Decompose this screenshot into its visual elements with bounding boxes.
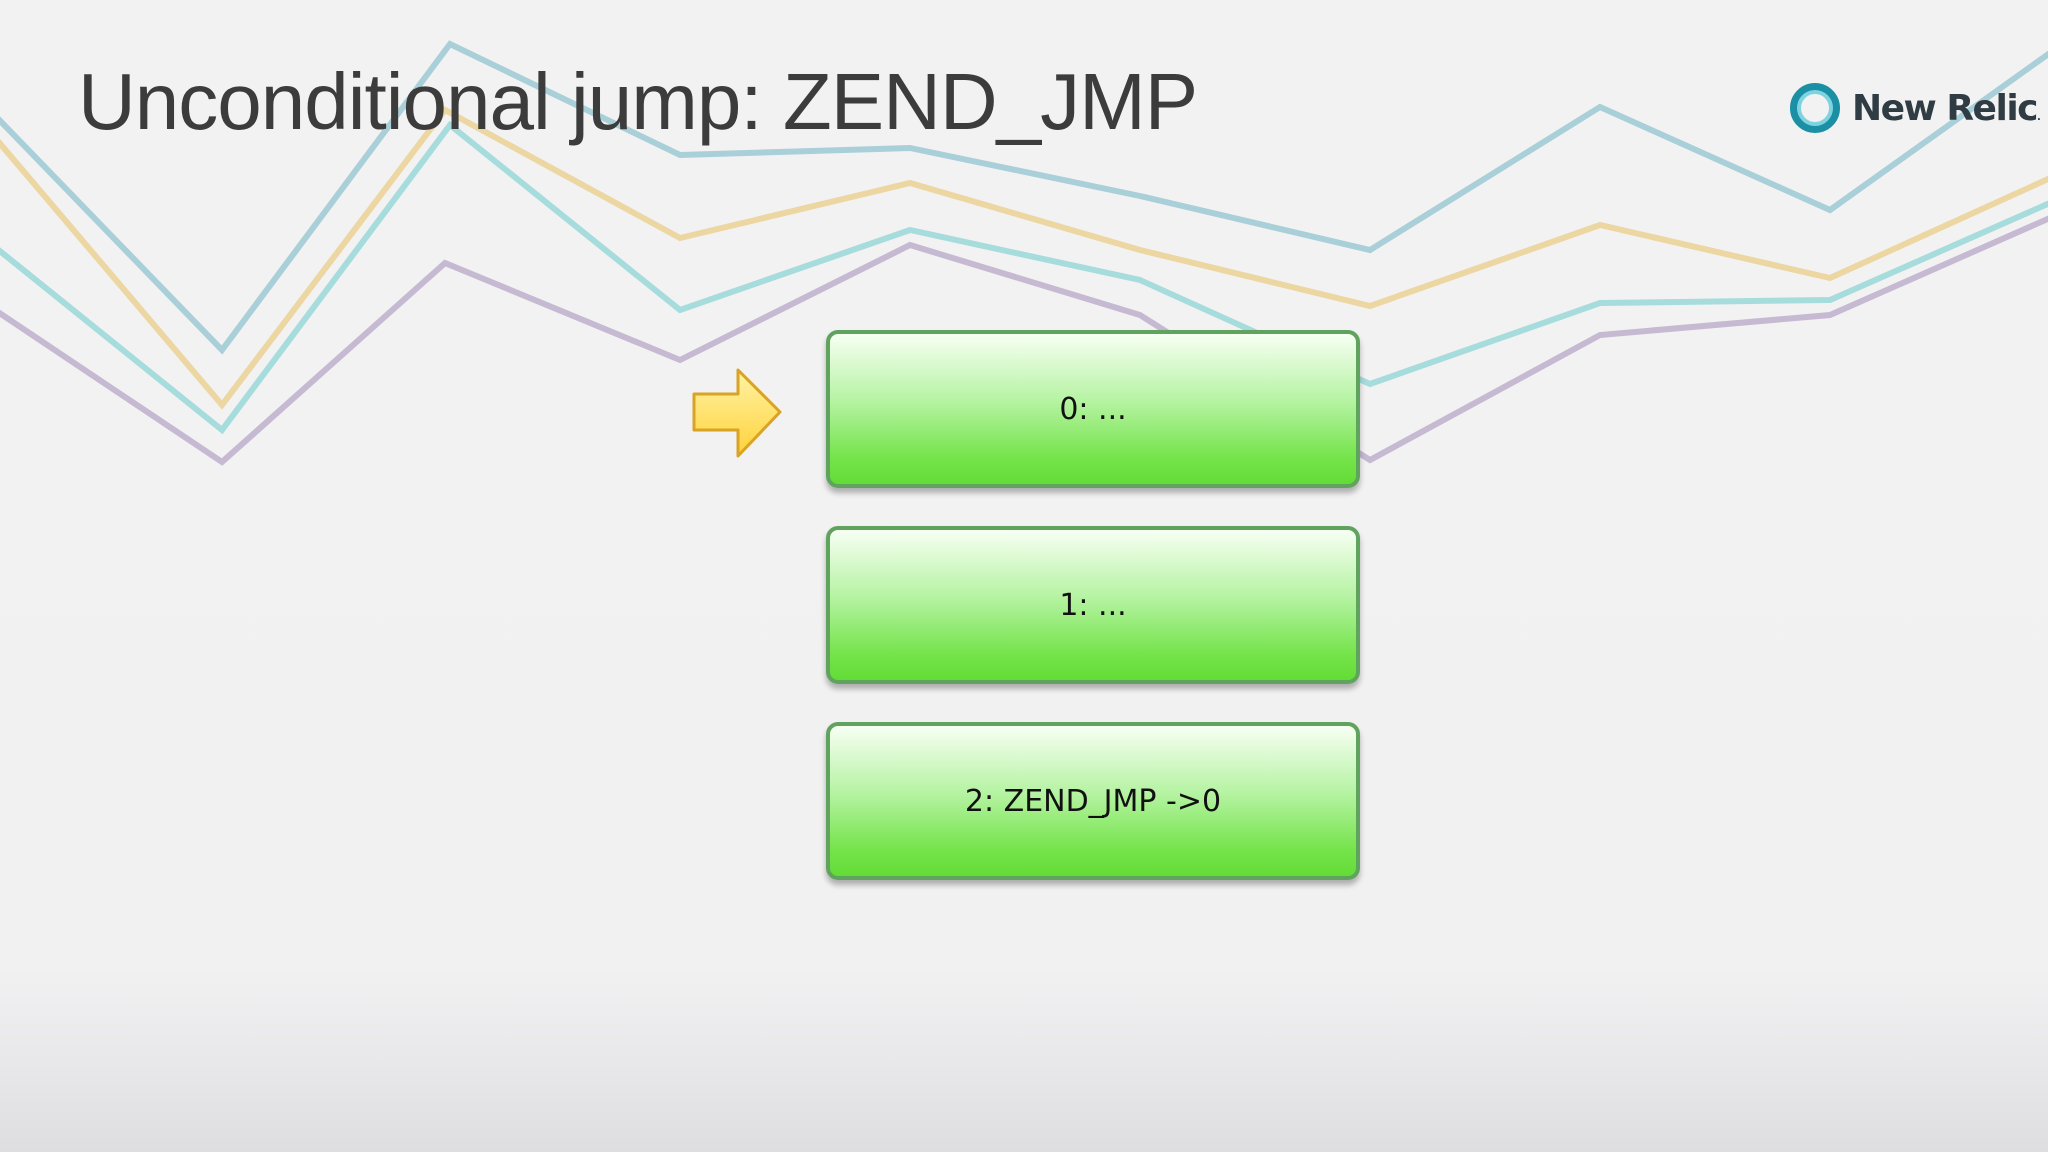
trend-line-yellow [0, 106, 2048, 410]
instruction-step-0: 0: ... [826, 330, 1360, 488]
new-relic-logo: New Relic. [1788, 82, 2041, 134]
trend-line-blue [0, 40, 2048, 355]
brand-name: New Relic. [1852, 87, 2041, 129]
trend-line-purple [0, 215, 2048, 466]
step-label: 2: ZEND_JMP ->0 [964, 783, 1222, 819]
right-arrow-icon [692, 368, 782, 458]
step-label: 0: ... [1059, 391, 1127, 427]
instruction-step-2: 2: ZEND_JMP ->0 [826, 722, 1360, 880]
slide-title: Unconditional jump: ZEND_JMP [78, 57, 1198, 146]
trend-line-teal [0, 120, 2048, 435]
brand-name-text: New Relic [1852, 87, 2039, 129]
brand-mark: . [2037, 111, 2041, 123]
step-label: 1: ... [1059, 587, 1127, 623]
instruction-step-1: 1: ... [826, 526, 1360, 684]
new-relic-ring-icon [1790, 83, 1840, 133]
